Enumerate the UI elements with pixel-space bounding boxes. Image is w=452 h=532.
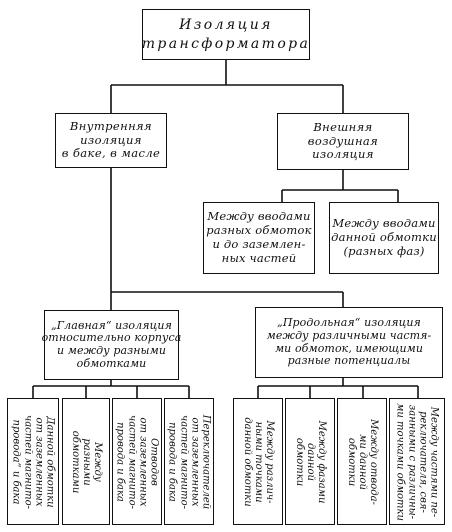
- leaf-label-line: провода и бака: [114, 421, 126, 502]
- leaf-label-line: Переключателей: [200, 414, 212, 509]
- leaf-winding-to-ground: Данной обмотки от заземленных частей маг…: [7, 398, 59, 525]
- node-label-line: относительно корпуса: [41, 331, 182, 345]
- node-label-line: Внутренняя: [69, 118, 153, 133]
- node-label-line: Внешняя: [313, 119, 373, 134]
- leaf-tap-changers-to-ground: Переключателей от заземленных частей маг…: [164, 398, 214, 525]
- leaf-label-line: ми точками обмотки: [394, 402, 406, 521]
- leaf-label-line: Между отвода-: [367, 418, 379, 505]
- leaf-between-points-of-winding: Между различ- ными точками данной обмотк…: [233, 398, 283, 525]
- leaf-label-line: разными: [80, 437, 92, 486]
- leaf-label-line: данной обмотки: [241, 416, 253, 507]
- leaf-between-phases: Между фазами данной обмотки: [285, 398, 335, 525]
- node-label-line: ми обмоток, имеющими: [274, 341, 424, 355]
- leaf-label-line: Отводов: [148, 437, 160, 486]
- leaf-leads-to-ground: Отводов от заземленных частей магнито- п…: [112, 398, 162, 525]
- node-label-line: Между вводами: [207, 209, 311, 224]
- node-label-line: „Продольная“ изоляция: [277, 316, 421, 330]
- leaf-label: Между фазами данной обмотки: [293, 420, 327, 503]
- node-main-insulation: „Главная“ изоляция относительно корпуса …: [41, 310, 182, 380]
- node-longitudinal-insulation: „Продольная“ изоляция между различными ч…: [255, 307, 443, 378]
- node-external-insulation: Внешняя воздушная изоляция: [277, 113, 409, 170]
- leaf-label: Отводов от заземленных частей магнито- п…: [115, 414, 160, 508]
- leaf-label: Между разными обмотками: [69, 430, 103, 493]
- leaf-label-line: частей магнито-: [178, 414, 189, 509]
- node-label-line: трансформатора: [141, 35, 311, 52]
- leaf-label-line: провода“ и бака: [10, 419, 22, 504]
- leaf-between-switch-parts: Между частями пе- реключателя, свя- занн…: [389, 398, 445, 525]
- leaf-label: Между частями пе- реключателя, свя- занн…: [395, 403, 440, 521]
- leaf-label-line: Между частями пе-: [428, 406, 440, 517]
- node-label-line: в баке, в масле: [61, 146, 161, 161]
- node-internal-insulation: Внутренняя изоляция в баке, в масле: [55, 113, 167, 168]
- node-label-line: разных обмоток: [206, 223, 312, 238]
- node-between-terminals-different-windings: Между вводами разных обмоток и до заземл…: [203, 202, 315, 274]
- node-label-line: воздушная: [307, 133, 379, 148]
- leaf-label-line: занными с различны-: [406, 404, 417, 519]
- leaf-label-line: частей магнито-: [22, 414, 33, 509]
- leaf-label: Между различ- ными точками данной обмотк…: [241, 416, 275, 507]
- leaf-label: Между отвода- ми данной обмотки: [345, 418, 379, 505]
- node-label-line: и до заземлен-: [212, 237, 306, 251]
- node-label-line: ных частей: [221, 250, 297, 265]
- leaf-label-line: Между фазами: [315, 420, 327, 503]
- leaf-label-line: Между различ-: [263, 419, 275, 504]
- node-label-line: данной обмотки: [331, 230, 437, 245]
- leaf-label-line: данной: [304, 442, 316, 481]
- leaf-label-line: от заземленных: [189, 416, 201, 507]
- leaf-label-line: провода и бака: [166, 421, 178, 502]
- node-label-line: Изоляция: [179, 16, 273, 33]
- node-label-line: (разных фаз): [343, 243, 425, 258]
- leaf-between-taps: Между отвода- ми данной обмотки: [337, 398, 387, 525]
- node-label-line: и между разными: [56, 344, 167, 357]
- node-label-line: Между вводами: [332, 216, 436, 231]
- leaf-between-windings: Между разными обмотками: [62, 398, 110, 525]
- leaf-label-line: частей магнито-: [126, 414, 137, 509]
- leaf-label: Данной обмотки от заземленных частей маг…: [11, 414, 56, 508]
- leaf-label-line: от заземленных: [137, 416, 149, 506]
- node-label-line: между различными частя-: [266, 328, 432, 342]
- leaf-label: Переключателей от заземленных частей маг…: [167, 414, 212, 508]
- node-between-terminals-same-winding: Между вводами данной обмотки (разных фаз…: [329, 202, 439, 274]
- leaf-label-line: Между: [91, 441, 103, 482]
- node-label-line: разные потенциалы: [287, 354, 411, 368]
- leaf-label-line: ми данной: [356, 433, 368, 490]
- leaf-label-line: обмотки: [293, 437, 305, 486]
- node-label-line: обмотками: [76, 356, 147, 370]
- leaf-label-line: реключателя, свя-: [417, 410, 429, 513]
- node-label-line: изоляция: [312, 147, 374, 162]
- leaf-label-line: Данной обмотки: [44, 415, 56, 508]
- node-label-line: изоляция: [80, 132, 142, 147]
- node-transformer-insulation: Изоляция трансформатора: [142, 9, 310, 60]
- node-label-line: „Главная“ изоляция: [51, 318, 172, 332]
- leaf-label-line: ными точками: [252, 420, 264, 503]
- leaf-label-line: обмотки: [345, 437, 357, 486]
- leaf-label-line: от заземленных: [33, 416, 45, 506]
- leaf-label-line: обмотками: [69, 430, 81, 493]
